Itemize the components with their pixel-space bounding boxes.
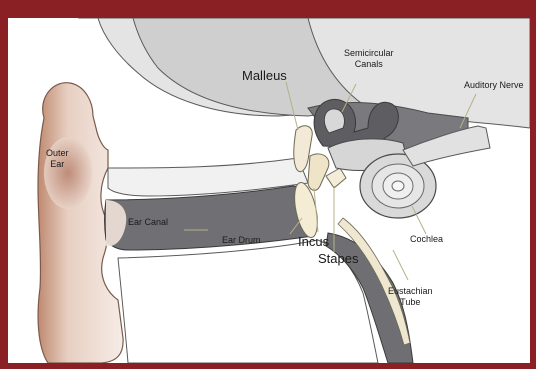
incus-bone bbox=[308, 154, 329, 190]
label-outer-ear: Outer Ear bbox=[46, 148, 69, 170]
label-cochlea: Cochlea bbox=[410, 234, 443, 245]
label-malleus: Malleus bbox=[242, 68, 287, 83]
label-auditory-nerve: Auditory Nerve bbox=[464, 80, 524, 91]
label-semicircular-canals: Semicircular Canals bbox=[344, 48, 394, 70]
ear-diagram: Malleus Semicircular Canals Auditory Ner… bbox=[8, 18, 530, 363]
label-ear-canal: Ear Canal bbox=[128, 217, 168, 228]
label-ear-drum: Ear Drum bbox=[222, 235, 261, 246]
label-incus: Incus bbox=[298, 234, 329, 249]
label-stapes: Stapes bbox=[318, 251, 358, 266]
label-eustachian-tube: Eustachian Tube bbox=[388, 286, 433, 308]
stapes-bone bbox=[326, 168, 346, 188]
cochlea-shape bbox=[360, 154, 436, 218]
